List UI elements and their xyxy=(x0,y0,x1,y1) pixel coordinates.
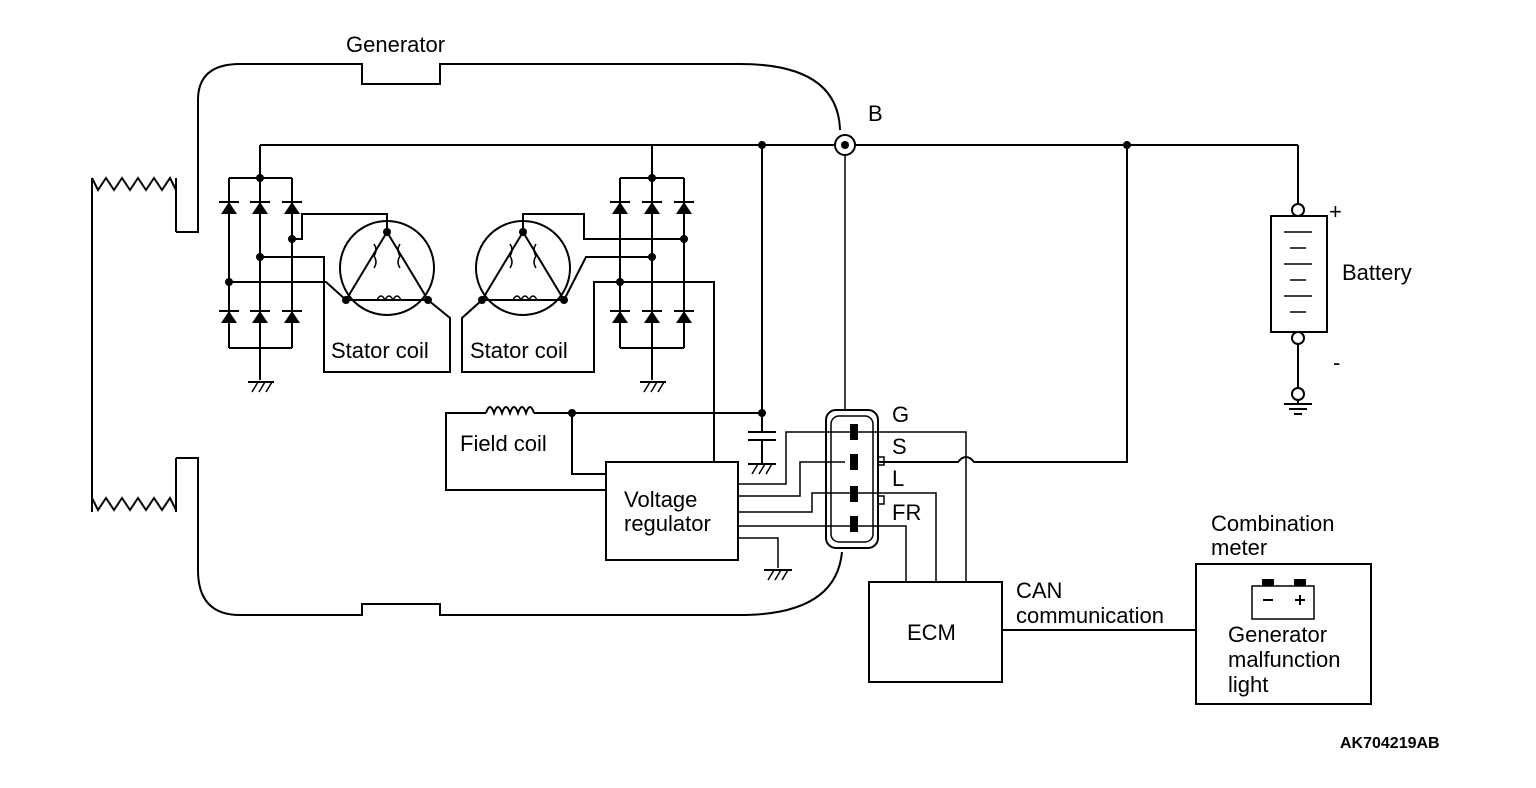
voltage-regulator-label-2: regulator xyxy=(624,511,711,536)
stator-coil-label-left: Stator coil xyxy=(331,338,429,363)
l-terminal-wire xyxy=(738,492,937,582)
b-terminal-label: B xyxy=(868,101,883,126)
figure-id: AK704219AB xyxy=(1340,735,1440,752)
stator-lead-wire xyxy=(461,281,620,373)
field-coil-wire xyxy=(571,413,606,475)
terminal-l-label: L xyxy=(892,466,904,491)
left-rectifier xyxy=(219,145,302,380)
g-terminal-wire xyxy=(738,431,967,582)
ecm-label: ECM xyxy=(907,620,956,645)
stator-lead-wire xyxy=(563,256,652,301)
brush-zigzag-bottom xyxy=(91,496,177,512)
generator-label: Generator xyxy=(346,32,445,57)
voltage-regulator-box xyxy=(605,461,739,561)
battery-warning-light-icon xyxy=(1251,579,1315,620)
voltage-regulator-label-1: Voltage xyxy=(624,487,697,512)
generator-connector xyxy=(825,409,885,549)
malfunction-light-label-1: Generator xyxy=(1228,622,1327,647)
field-coil-label: Field coil xyxy=(460,431,547,456)
can-label-2: communication xyxy=(1016,603,1164,628)
regulator-sense-wire xyxy=(620,281,715,462)
stator-coil-label-right: Stator coil xyxy=(470,338,568,363)
malfunction-light-label-3: light xyxy=(1228,672,1268,697)
field-coil-symbol xyxy=(485,406,535,417)
fr-terminal-wire xyxy=(738,525,907,582)
combination-meter-label-2: meter xyxy=(1211,535,1267,560)
battery-plus-label: + xyxy=(1329,199,1342,224)
right-rectifier xyxy=(610,145,694,380)
ground-symbol xyxy=(640,381,666,393)
stator-lead-wire xyxy=(260,256,451,373)
can-label-1: CAN xyxy=(1016,578,1062,603)
combination-meter-box xyxy=(1195,563,1372,705)
generator-housing-top xyxy=(176,63,841,233)
ecm-box xyxy=(868,581,1003,683)
capacitor-symbol xyxy=(748,413,776,475)
stator-lead-wire xyxy=(522,213,684,240)
terminal-s-label: S xyxy=(892,434,907,459)
stator-lead-wire xyxy=(228,272,347,301)
field-coil-wire xyxy=(445,412,606,491)
stator-lead-wire xyxy=(292,213,388,240)
left-stator-coil-symbol xyxy=(339,220,435,316)
malfunction-light-label-2: malfunction xyxy=(1228,647,1341,672)
terminal-g-label: G xyxy=(892,402,909,427)
battery-symbol xyxy=(1270,145,1328,415)
b-terminal-center xyxy=(841,141,849,149)
ground-symbol xyxy=(764,569,792,581)
terminal-fr-label: FR xyxy=(892,500,921,525)
s-line-to-battery-bus xyxy=(878,145,1128,463)
s-terminal-wire xyxy=(738,461,845,497)
battery-label: Battery xyxy=(1342,260,1412,285)
combination-meter-label-1: Combination xyxy=(1211,511,1335,536)
right-stator-coil-symbol xyxy=(475,220,571,316)
regulator-ground-wire xyxy=(738,537,779,568)
generator-housing-bottom xyxy=(176,457,843,616)
brush-zigzag-top xyxy=(91,176,177,192)
battery-minus-label: - xyxy=(1333,350,1340,375)
ground-symbol xyxy=(248,381,274,393)
